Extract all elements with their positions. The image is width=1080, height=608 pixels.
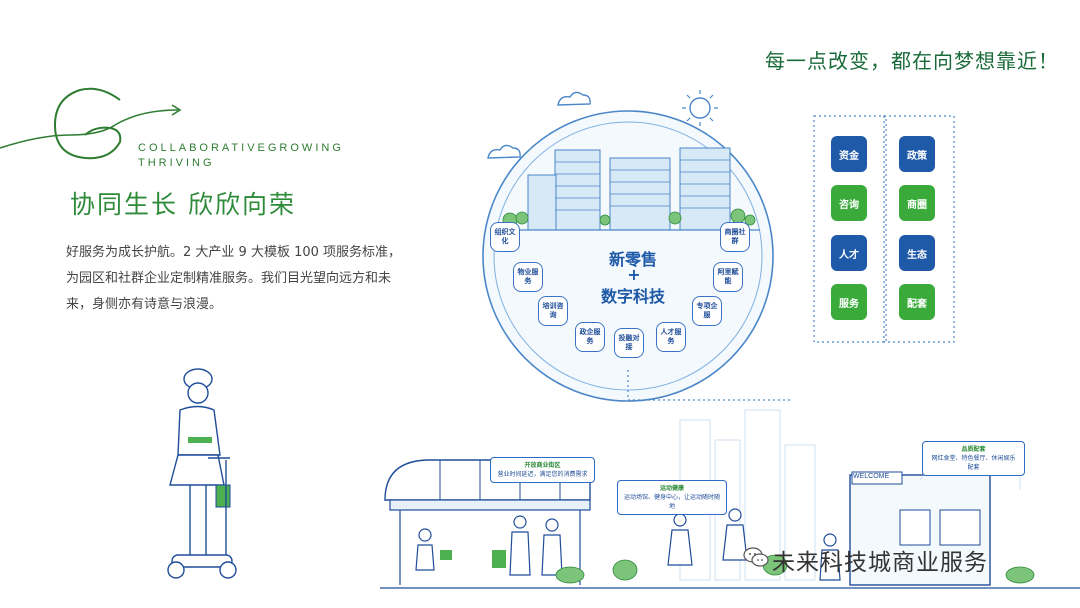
callout-title: 运动健康	[659, 485, 684, 492]
service-node: 投融对接	[614, 328, 644, 358]
wechat-icon	[743, 547, 769, 567]
circle-center-plus: +	[627, 265, 641, 284]
callout-text: 运动场馆、健身中心，让运动随时随地	[624, 494, 721, 510]
tile-talent: 人才	[831, 235, 867, 271]
service-node: 组织文化	[490, 222, 520, 252]
woman-scooter-illustration	[167, 368, 237, 579]
callout-title: 开放商业街区	[524, 462, 561, 469]
description-line: 为园区和社群企业定制精准服务。我们目光望向远方和未	[66, 271, 392, 286]
brand-tagline-line1: COLLABORATIVEGROWING	[138, 142, 344, 154]
tile-amenities: 配套	[899, 284, 935, 320]
circle-center-line2: 数字科技	[600, 287, 665, 306]
tiles-frame	[813, 115, 955, 343]
description-line: 好服务为成长护航。2 大产业 9 大模板 100 项服务标准，	[66, 245, 402, 260]
page-headline: 协同生长 欣欣向荣	[70, 190, 296, 219]
callout-text: 网红食堂、特色餐厅、休闲娱乐配套	[931, 455, 1016, 471]
tile-service: 服务	[831, 284, 867, 320]
circle-center-line1: 新零售	[608, 250, 657, 269]
tile-funding: 资金	[831, 136, 867, 172]
service-node: 人才服务	[656, 322, 686, 352]
callout-sports-health: 运动健康 运动场馆、健身中心，让运动随时随地	[617, 480, 727, 515]
callout-text: 营业时间延迟，满足您的消费需求	[497, 471, 588, 478]
description-paragraph: 好服务为成长护航。2 大产业 9 大模板 100 项服务标准， 为园区和社群企业…	[66, 240, 416, 318]
tile-consulting: 咨询	[831, 185, 867, 221]
watermark-text: 未来科技城商业服务	[772, 550, 988, 576]
tile-policy: 政策	[899, 136, 935, 172]
service-node: 政企服务	[575, 322, 605, 352]
slogan: 每一点改变，都在向梦想靠近！	[765, 49, 1059, 73]
street-scene-illustration	[380, 409, 1080, 589]
service-node: 专项企服	[692, 296, 722, 326]
callout-commercial-street: 开放商业街区 营业时间延迟，满足您的消费需求	[490, 457, 595, 483]
callout-title: 品质配套	[961, 446, 986, 453]
tile-business-circle: 商圈	[899, 185, 935, 221]
brand-logo-icon	[0, 87, 182, 160]
callout-quality-amenities: 品质配套 网红食堂、特色餐厅、休闲娱乐配套	[922, 441, 1025, 476]
welcome-sign: WELCOME	[853, 473, 890, 480]
service-node: 商圈社群	[720, 222, 750, 252]
city-circle-illustration	[482, 90, 790, 402]
service-node: 阿里赋能	[713, 262, 743, 292]
service-node: 物业服务	[513, 262, 543, 292]
tile-ecology: 生态	[899, 235, 935, 271]
description-line: 来，身侧亦有诗意与浪漫。	[66, 297, 223, 312]
service-node: 培训咨询	[538, 296, 568, 326]
brand-tagline-line2: THRIVING	[138, 157, 215, 169]
